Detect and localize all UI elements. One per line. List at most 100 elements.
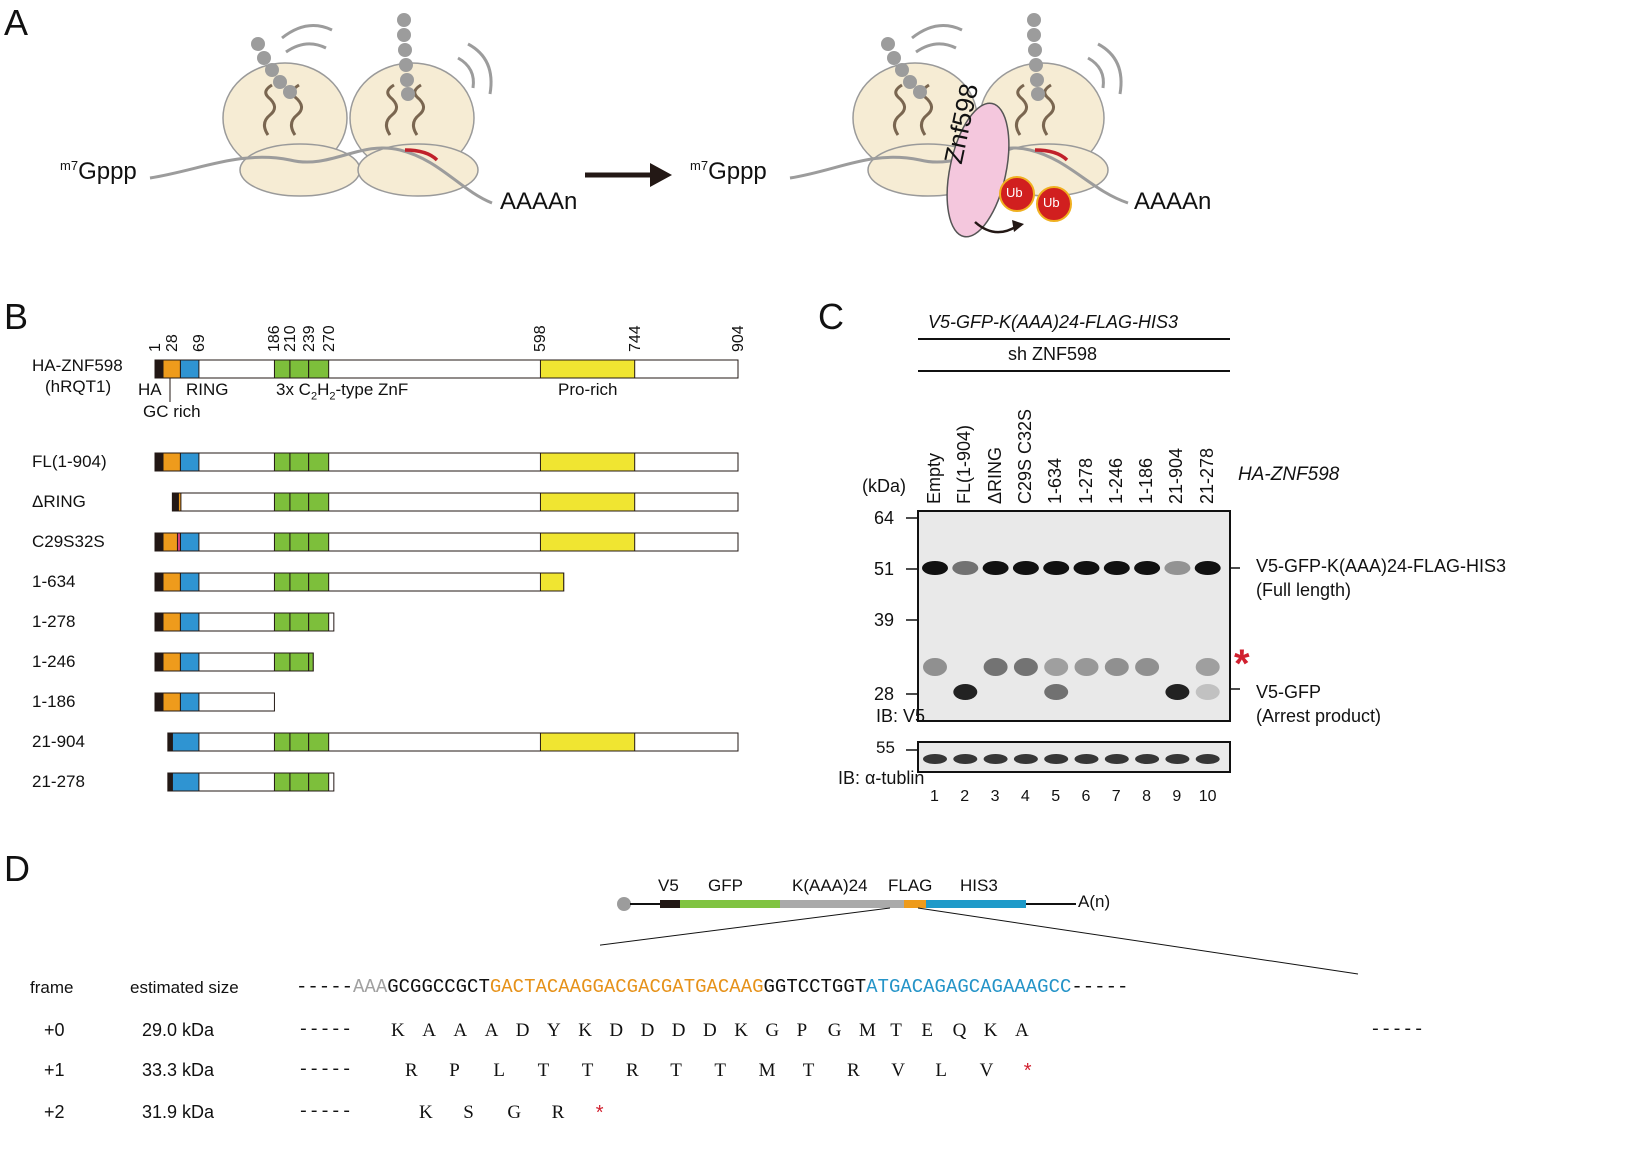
band-full-length bbox=[1073, 561, 1100, 575]
lane-label: 21-278 bbox=[1196, 447, 1217, 504]
amino-acid: E bbox=[921, 1020, 933, 1041]
lane-label: 1-246 bbox=[1105, 457, 1126, 504]
blot-image bbox=[906, 510, 1240, 773]
marker-label: 39 bbox=[874, 610, 895, 630]
amino-acid: R bbox=[405, 1060, 418, 1081]
ha-tag bbox=[154, 652, 164, 672]
domain-label-pro: Pro-rich bbox=[558, 380, 618, 399]
amino-acid: T bbox=[581, 1060, 594, 1081]
band-intermediate bbox=[1074, 658, 1099, 676]
reporter-construct-diagram bbox=[600, 897, 1359, 975]
band-arrest bbox=[1044, 684, 1069, 700]
construct-body bbox=[171, 492, 739, 512]
ha-tag bbox=[154, 572, 164, 592]
band-intermediate bbox=[1013, 658, 1038, 676]
amino-acid: K bbox=[734, 1020, 748, 1041]
sh-bar bbox=[918, 370, 1230, 372]
amino-acid: L bbox=[493, 1060, 505, 1081]
ring-domain bbox=[179, 572, 200, 592]
pro-rich-domain bbox=[539, 732, 636, 752]
construct-name: 21-904 bbox=[32, 732, 85, 751]
znf-domain bbox=[273, 652, 291, 672]
band-arrest bbox=[1165, 684, 1190, 700]
znf-domain bbox=[289, 652, 310, 672]
znf-domain bbox=[273, 492, 291, 512]
polya-label-left: AAAAn bbox=[500, 188, 578, 215]
band-full-length bbox=[1012, 561, 1039, 575]
znf-domain bbox=[289, 572, 310, 592]
construct-body bbox=[154, 452, 739, 472]
lane-number: 6 bbox=[1081, 788, 1091, 805]
amino-acid: T bbox=[714, 1060, 726, 1081]
amino-acid: T bbox=[890, 1020, 902, 1041]
amino-acid: R bbox=[551, 1102, 565, 1123]
arrest-label-2: (Arrest product) bbox=[1256, 706, 1382, 726]
full-length-label-2: (Full length) bbox=[1256, 580, 1352, 600]
amino-acid: D bbox=[640, 1020, 655, 1041]
znf-domain bbox=[273, 452, 291, 472]
ha-znf598-label: HA-ZNF598 bbox=[1238, 464, 1340, 485]
amino-acid: G bbox=[827, 1020, 842, 1041]
band-tubulin bbox=[923, 754, 947, 764]
znf-domain bbox=[308, 492, 330, 512]
amino-acid: M bbox=[859, 1020, 876, 1041]
amino-acid: M bbox=[758, 1060, 776, 1081]
construct-title-line1: HA-ZNF598 bbox=[32, 356, 123, 375]
ib-tubulin-label: IB: α-tublin bbox=[838, 768, 925, 788]
marker-label: 28 bbox=[874, 684, 895, 704]
amino-acid: Y bbox=[547, 1020, 561, 1041]
size-header: estimated size bbox=[130, 978, 239, 997]
amino-acid: A bbox=[484, 1020, 499, 1041]
znf-domain bbox=[289, 452, 310, 472]
lane-number: 9 bbox=[1172, 788, 1182, 805]
domain-label-ha: HA bbox=[138, 380, 162, 399]
domain-label-ring: RING bbox=[186, 380, 229, 399]
ha-tag bbox=[154, 359, 164, 379]
band-tubulin bbox=[1013, 754, 1038, 764]
lane-label: Empty bbox=[924, 452, 944, 504]
lane-label: 21-904 bbox=[1166, 447, 1187, 504]
polya-label-right: AAAAn bbox=[1134, 188, 1212, 215]
frame-dash-left: ----- bbox=[298, 1020, 353, 1040]
construct-name: 1-278 bbox=[32, 612, 76, 631]
segment-gfp: GFP bbox=[708, 876, 743, 895]
ring-domain bbox=[171, 732, 200, 752]
lane-number: 10 bbox=[1198, 788, 1217, 805]
lane-label: 1-278 bbox=[1075, 457, 1096, 504]
lane-number: 1 bbox=[930, 788, 939, 805]
amino-acid: S bbox=[463, 1102, 474, 1123]
ha-tag bbox=[154, 692, 164, 712]
ring-domain bbox=[171, 772, 200, 792]
band-full-length bbox=[982, 561, 1009, 575]
band-intermediate bbox=[923, 658, 947, 676]
transition-arrow bbox=[585, 163, 672, 187]
lane-number: 2 bbox=[960, 788, 970, 805]
band-full-length bbox=[1134, 561, 1161, 575]
cap-label-left: m7Gppp bbox=[60, 158, 137, 185]
znf-domain bbox=[289, 532, 310, 552]
amino-acid: L bbox=[935, 1060, 947, 1081]
znf-domain bbox=[308, 652, 314, 672]
amino-acid: G bbox=[507, 1102, 522, 1123]
construct-body bbox=[154, 359, 739, 379]
nucleotide-sequence: -----AAAGCGGCCGCTGACTACAAGGACGACGATGACAA… bbox=[296, 976, 1129, 998]
band-full-length bbox=[952, 561, 979, 575]
ubiquitin-2 bbox=[1036, 186, 1072, 222]
amino-acid: T bbox=[802, 1060, 815, 1081]
znf-domain bbox=[273, 732, 291, 752]
znf-domain bbox=[308, 612, 330, 632]
band-tubulin bbox=[953, 754, 978, 764]
amino-acid: R bbox=[847, 1060, 860, 1081]
construct-name: 1-246 bbox=[32, 652, 76, 671]
znf-domain bbox=[308, 452, 330, 472]
gc-rich-domain bbox=[162, 692, 181, 712]
marker-label: 64 bbox=[874, 508, 895, 528]
band-tubulin bbox=[1044, 754, 1069, 764]
segment-kaaa: K(AAA)24 bbox=[792, 876, 868, 895]
lane-label: ΔRING bbox=[984, 446, 1005, 504]
amino-acid: G bbox=[765, 1020, 780, 1041]
znf598-factor bbox=[946, 102, 1010, 238]
frame-size: 29.0 kDa bbox=[142, 1020, 215, 1040]
panel-label-d: D bbox=[4, 848, 30, 889]
band-arrest bbox=[953, 684, 978, 700]
